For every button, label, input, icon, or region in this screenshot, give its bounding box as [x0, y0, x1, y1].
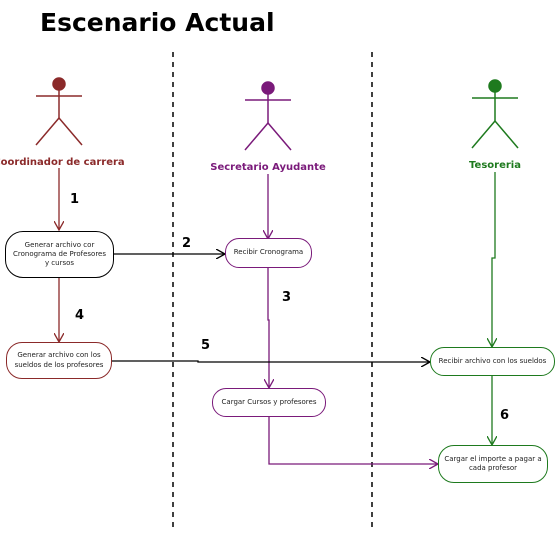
- step-label-6: 6: [500, 408, 510, 423]
- activity-receive-salaries: Recibir archivo con los sueldos: [430, 347, 555, 376]
- step-label-3: 3: [282, 290, 292, 305]
- flow-3-arrow: [268, 268, 269, 387]
- flow-treasury-to-receive-salaries: [492, 172, 495, 346]
- activity-receive-schedule: Recibir Cronograma: [225, 238, 312, 268]
- actor-secretary-icon: [244, 81, 292, 151]
- actor-treasury-label: Tesoreria: [469, 160, 521, 171]
- actor-treasury-icon: [471, 79, 519, 149]
- diagram-title: Escenario Actual: [40, 8, 275, 37]
- activity-load-amount: Cargar el importe a pagar a cada profeso…: [438, 445, 548, 483]
- activity-load-courses: Cargar Cursos y profesores: [212, 388, 326, 417]
- actor-coordinator-icon: [35, 77, 83, 146]
- actor-coordinator-label: Coordinador de carrera: [0, 157, 125, 168]
- actor-secretary-label: Secretario Ayudante: [210, 162, 326, 173]
- step-label-4: 4: [75, 308, 85, 323]
- step-label-1: 1: [70, 192, 80, 207]
- step-label-2: 2: [182, 236, 192, 251]
- activity-generate-salaries: Generar archivo con los sueldos de los p…: [6, 342, 112, 379]
- step-label-5: 5: [201, 338, 211, 353]
- activity-generate-schedule: Generar archivo cor Cronograma de Profes…: [5, 231, 114, 278]
- flow-load-courses-to-load-amount: [268, 417, 437, 464]
- flow-5-arrow: [112, 361, 429, 362]
